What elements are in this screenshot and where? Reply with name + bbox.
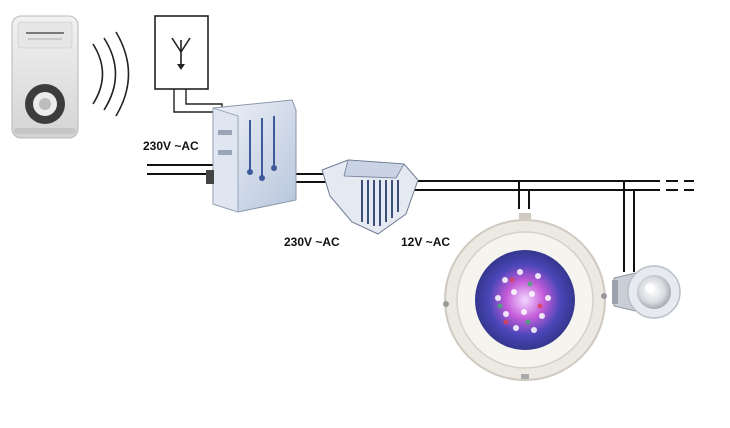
mains-input-label: 230V ~AC [143, 139, 199, 153]
antenna-receiver-icon [154, 15, 209, 90]
pool-light-large-icon [443, 213, 607, 381]
transformer-output-label: 12V ~AC [401, 235, 450, 249]
power-wires [147, 164, 694, 272]
pool-light-small-icon [612, 265, 681, 319]
transformer-input-label: 230V ~AC [284, 235, 340, 249]
transformer-icon [321, 159, 419, 235]
control-box-icon [206, 99, 297, 213]
remote-control-icon [11, 15, 79, 139]
wireless-signal-icon [92, 31, 130, 117]
